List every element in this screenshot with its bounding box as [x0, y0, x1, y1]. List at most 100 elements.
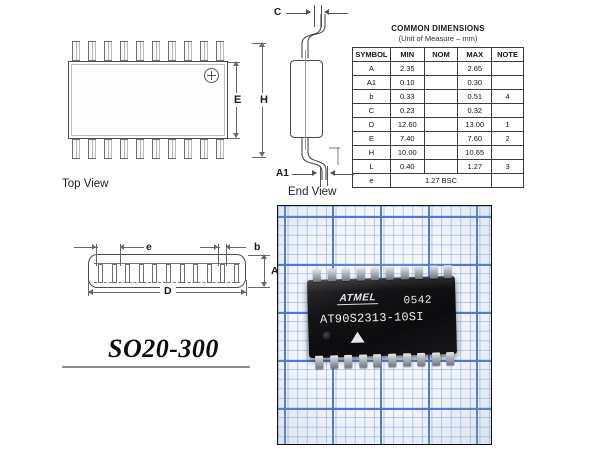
top-view-pin — [216, 41, 224, 61]
chip-date-code: 0542 — [403, 294, 433, 308]
dim-leader-a1-left — [292, 174, 314, 175]
top-view-pin — [168, 41, 176, 61]
pin1-triangle-icon — [350, 331, 365, 343]
dim-extline-c-1 — [314, 5, 315, 27]
chip-pin — [429, 265, 438, 279]
dim-leader-a1-right — [334, 174, 354, 175]
dim-label-b: b — [254, 241, 261, 253]
cell-nom — [423, 117, 459, 132]
chip-pin — [417, 352, 426, 367]
cell-symbol: e — [352, 173, 391, 188]
dim-line-a — [264, 256, 265, 286]
dim-extline-b-1 — [218, 244, 219, 266]
header-symbol: SYMBOL — [352, 47, 391, 62]
side-view-pin — [206, 264, 212, 283]
cell-max: 0.51 — [457, 89, 493, 104]
dim-label-c: C — [274, 7, 282, 18]
dimensions-table-section: COMMON DIMENSIONS (Unit of Measure – mm)… — [352, 24, 524, 188]
soic-chip-body: ATMEL 0542 AT90S2313-10SI — [306, 265, 458, 369]
header-max: MAX — [457, 47, 493, 62]
dim-arrow-a1-left — [312, 170, 317, 176]
cell-symbol: A1 — [352, 75, 391, 90]
cell-min: 0.23 — [389, 103, 425, 118]
cell-nom — [423, 75, 459, 90]
cell-nom — [423, 159, 459, 174]
side-view-pin — [234, 264, 239, 283]
dim-extline-e-1 — [96, 244, 97, 266]
top-view-diagram: E H — [58, 28, 286, 196]
top-view-pin — [152, 139, 160, 159]
side-view-pin — [98, 264, 103, 283]
cell-min: 12.60 — [389, 117, 425, 132]
pin1-dimple-icon — [322, 331, 333, 341]
dim-leader-e-left — [74, 247, 98, 248]
side-view-pin — [125, 264, 131, 283]
end-view-centerline — [305, 50, 306, 150]
cell-note: 2 — [491, 131, 524, 146]
dim-extline-e-2 — [120, 244, 121, 266]
dim-extline-b-2 — [226, 244, 227, 266]
dim-label-e-pitch: e — [146, 241, 152, 253]
cell-symbol: C — [352, 103, 391, 118]
dim-arrow-e-bottom — [233, 133, 239, 138]
chip-pin — [370, 267, 380, 281]
cell-span-value: 1.27 BSC — [389, 173, 493, 188]
side-view-pin — [166, 264, 171, 283]
chip-pin — [414, 265, 424, 280]
cell-note: 4 — [491, 89, 524, 104]
chip-pin — [388, 353, 397, 367]
top-view-pin — [104, 41, 112, 61]
dim-arrow-a-top — [261, 254, 267, 259]
dim-leader-c-right — [328, 13, 348, 14]
chip-pin — [356, 267, 365, 281]
cell-max: 10.65 — [457, 145, 493, 160]
dim-arrow-h-top — [259, 42, 265, 47]
top-view-pin — [88, 139, 96, 159]
side-view-pin — [111, 264, 117, 283]
dimensions-table-subtitle: (Unit of Measure – mm) — [398, 34, 478, 43]
package-name-title: SO20-300 — [108, 334, 219, 363]
table-header-row: SYMBOL MIN NOM MAX NOTE — [352, 47, 524, 62]
dim-extline-d-left — [88, 280, 89, 296]
dim-arrow-c-right — [324, 9, 329, 15]
cell-nom — [423, 131, 459, 146]
chip-pin — [329, 355, 339, 369]
end-view-caption: End View — [288, 186, 337, 198]
side-view-pin — [220, 264, 226, 283]
top-view-pin — [200, 41, 208, 61]
top-view-pin — [168, 139, 176, 159]
end-view-lead-outline — [301, 14, 340, 180]
chip-photograph: ATMEL 0542 AT90S2313-10SI — [277, 205, 492, 445]
cell-nom — [423, 145, 459, 160]
cell-symbol: b — [352, 89, 391, 104]
dim-extline-d-right — [246, 280, 247, 296]
end-view-diagram: C A1 — [272, 2, 360, 198]
side-view-pin — [138, 264, 144, 283]
dim-arrow-d-right — [241, 288, 246, 295]
dim-label-d: D — [160, 285, 176, 297]
dim-tick-h-top — [252, 43, 266, 44]
dim-arrow-a1-right — [330, 170, 335, 176]
top-view-pin — [184, 139, 192, 159]
cell-symbol: E — [352, 131, 391, 146]
cell-max: 1.27 — [457, 159, 493, 174]
cell-symbol: H — [352, 145, 391, 160]
dim-leader-e-right — [122, 247, 144, 248]
chip-pin — [443, 265, 453, 279]
header-note: NOTE — [491, 47, 524, 62]
dim-leader-c-left — [286, 13, 308, 14]
dim-tick-e-bottom — [228, 138, 240, 139]
side-view-pin — [152, 264, 158, 283]
chip-pin — [402, 353, 411, 367]
header-min: MIN — [389, 47, 425, 62]
dimensions-table-title: COMMON DIMENSIONS — [391, 24, 485, 33]
cell-min: 0.10 — [389, 75, 425, 90]
